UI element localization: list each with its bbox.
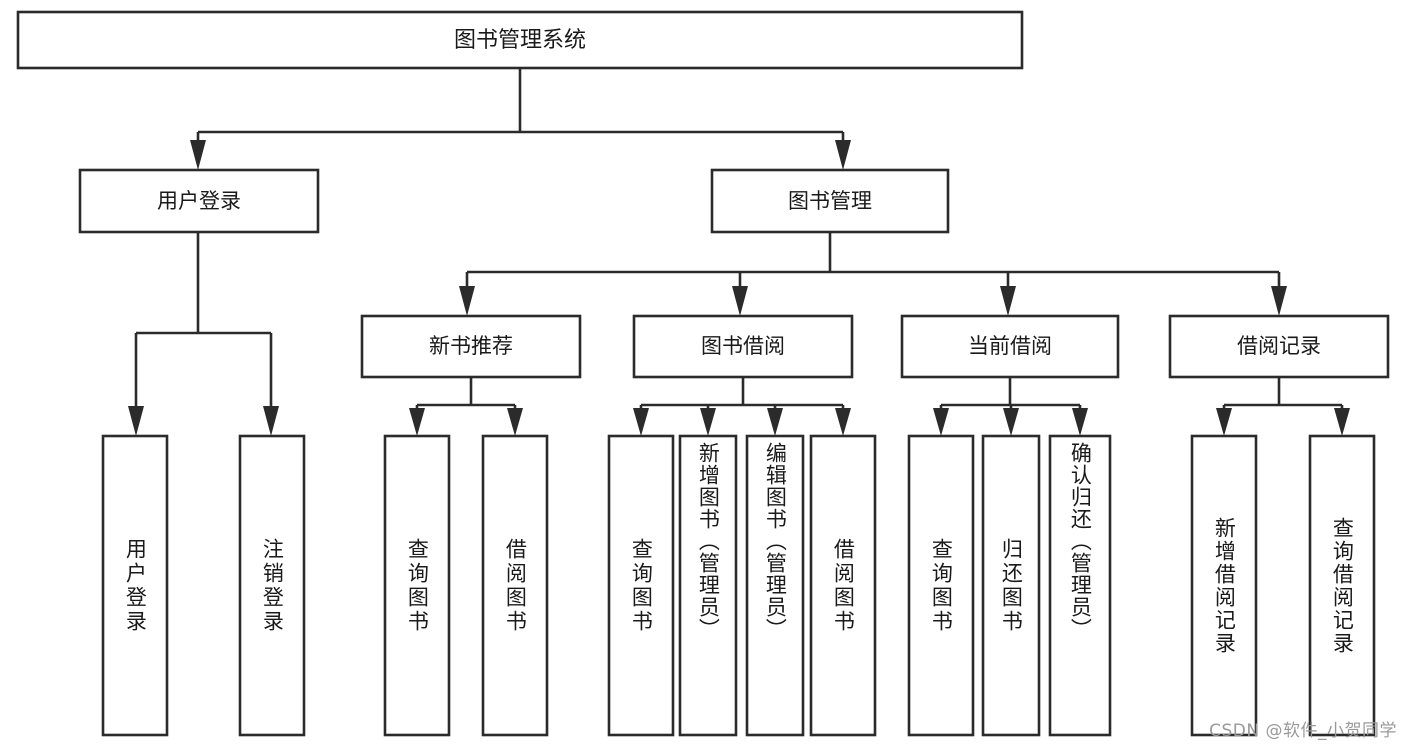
node-user-login-label: 用户登录 xyxy=(157,189,241,213)
leaf-query-book-2[interactable] xyxy=(607,434,675,737)
node-book-manage-label: 图书管理 xyxy=(788,189,872,213)
node-borrow-record[interactable]: 借阅记录 xyxy=(1168,314,1390,379)
node-root[interactable]: 图书管理系统 xyxy=(16,10,1024,70)
node-root-label: 图书管理系统 xyxy=(454,28,586,53)
node-current-borrow[interactable]: 当前借阅 xyxy=(900,314,1120,379)
node-book-borrow[interactable]: 图书借阅 xyxy=(632,314,854,379)
connector-userlogin-to-leaves xyxy=(128,232,279,436)
leaf-return-book[interactable] xyxy=(981,434,1041,737)
leaf-user-login[interactable] xyxy=(101,434,169,737)
node-new-book-recommend[interactable]: 新书推荐 xyxy=(360,314,582,379)
leaf-edit-book[interactable] xyxy=(745,434,805,737)
leaf-query-record[interactable] xyxy=(1308,434,1376,737)
csdn-watermark: CSDN @软件_小贺同学 xyxy=(1209,721,1397,741)
connector-bookmanage-to-level3 xyxy=(459,232,1287,316)
node-new-book-recommend-label: 新书推荐 xyxy=(429,334,513,358)
leaf-query-book-1[interactable] xyxy=(383,434,451,737)
leaf-query-book-3[interactable] xyxy=(907,434,975,737)
connector-currentborrow-to-leaves xyxy=(933,377,1088,436)
connector-newbook-to-leaves xyxy=(409,377,523,436)
node-user-login[interactable]: 用户登录 xyxy=(78,168,320,234)
node-borrow-record-label: 借阅记录 xyxy=(1237,334,1321,358)
leaf-add-book[interactable] xyxy=(678,434,738,737)
connector-borrowrecord-to-leaves xyxy=(1216,377,1350,436)
connector-bookborrow-to-leaves xyxy=(633,377,851,436)
leaf-user-logout[interactable] xyxy=(238,434,306,737)
node-book-borrow-label: 图书借阅 xyxy=(701,334,785,358)
leaf-add-record[interactable] xyxy=(1190,434,1258,737)
node-current-borrow-label: 当前借阅 xyxy=(968,334,1052,358)
leaf-borrow-book-2[interactable] xyxy=(809,434,877,737)
connector-root-to-level2 xyxy=(190,68,851,170)
leaf-borrow-book-1[interactable] xyxy=(481,434,549,737)
node-book-manage[interactable]: 图书管理 xyxy=(710,168,950,234)
leaf-confirm-return[interactable] xyxy=(1048,434,1112,737)
